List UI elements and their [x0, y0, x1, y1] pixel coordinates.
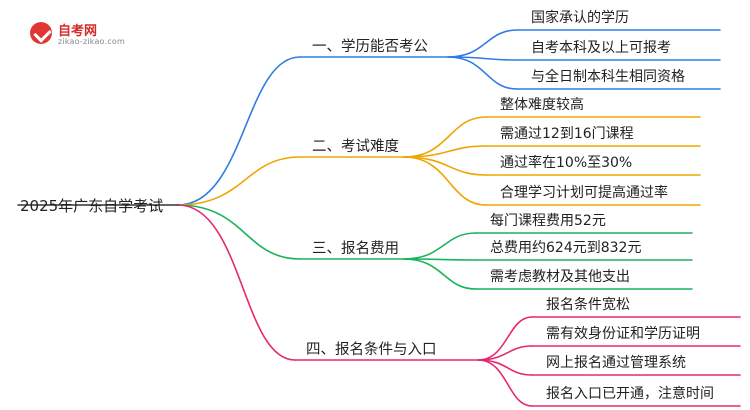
branch-connector [177, 204, 301, 260]
leaf-label: 合理学习计划可提高通过率 [500, 185, 668, 201]
leaf-connector [477, 359, 533, 376]
logo: 自考网 zikao-zikao.com [30, 18, 140, 48]
leaf-label: 每门课程费用52元 [490, 213, 606, 229]
leaf-label: 国家承认的学历 [531, 10, 629, 26]
branch-connector [177, 56, 301, 206]
leaf-label: 需考虑教材及其他支出 [490, 269, 630, 285]
leaf-label: 需有效身份证和学历证明 [546, 326, 700, 342]
leaf-label: 整体难度较高 [500, 97, 584, 113]
leaf-connector [447, 56, 518, 90]
leaf-connector [403, 156, 487, 206]
logo-badge-icon [30, 22, 52, 44]
leaf-connector [477, 345, 533, 361]
leaf-label: 报名条件宽松 [546, 297, 630, 313]
branch-connector [177, 204, 296, 361]
root-topic: 2025年广东自学考试 [20, 197, 164, 215]
leaf-label: 总费用约624元到832元 [490, 240, 642, 256]
leaf-connector [477, 359, 533, 407]
leaf-label: 需通过12到16门课程 [500, 126, 634, 142]
leaf-connector [403, 232, 477, 260]
branch-label: 四、报名条件与入口 [306, 342, 437, 358]
branch-label: 三、报名费用 [312, 241, 399, 257]
leaf-connector [403, 145, 487, 158]
leaf-connector [447, 29, 518, 58]
leaf-label: 与全日制本科生相同资格 [531, 69, 685, 85]
logo-url: zikao-zikao.com [58, 37, 125, 46]
logo-title: 自考网 [58, 24, 98, 39]
leaf-connector [403, 116, 487, 158]
leaf-label: 网上报名通过管理系统 [546, 355, 686, 371]
branch-connector [177, 156, 301, 206]
branch-label: 二、考试难度 [312, 139, 399, 155]
leaf-connector [403, 258, 477, 290]
leaf-label: 报名入口已开通，注意时间 [546, 386, 714, 402]
leaf-label: 通过率在10%至30% [500, 155, 633, 171]
leaf-connector [403, 156, 487, 176]
branch-label: 一、学历能否考公 [312, 39, 428, 55]
leaf-label: 自考本科及以上可报考 [531, 40, 671, 56]
